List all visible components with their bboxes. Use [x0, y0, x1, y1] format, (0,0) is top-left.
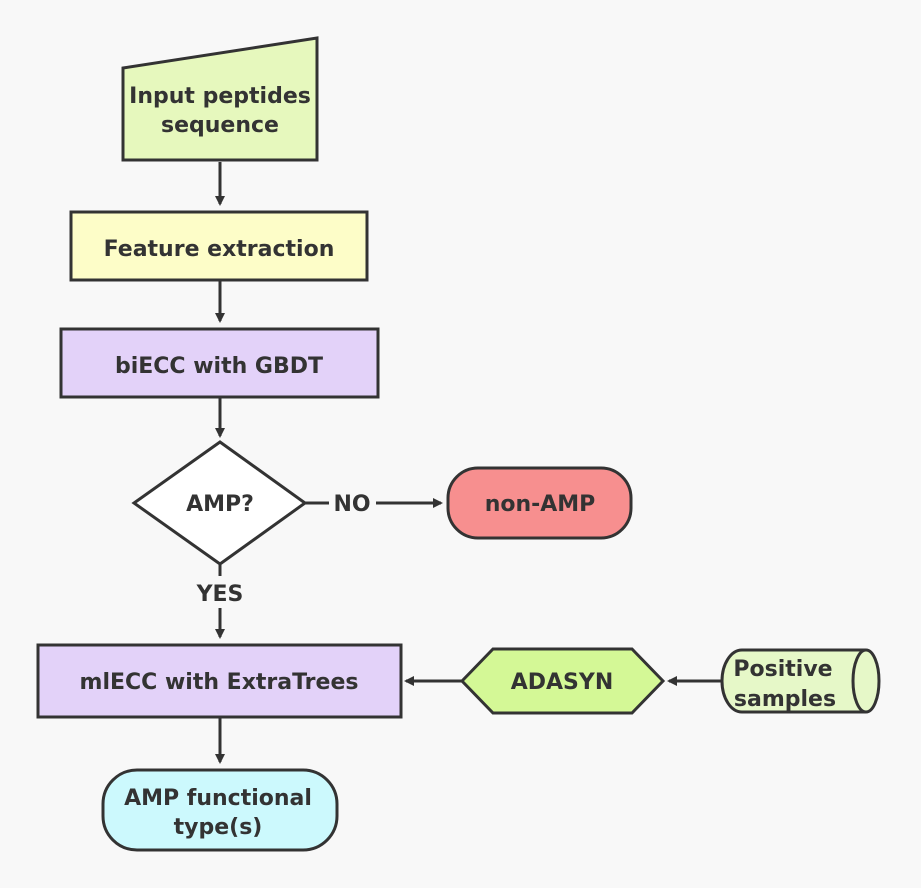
decision-label: AMP?: [186, 492, 254, 517]
input-shape: [121, 36, 319, 162]
nonamp-box: [446, 466, 633, 540]
node-positive-samples: Positive samples: [720, 648, 881, 714]
node-feature-extraction: Feature extraction: [69, 210, 369, 282]
biecc-box: [59, 327, 380, 399]
feature-box: [69, 210, 369, 282]
positive-label-line2: samples: [734, 687, 836, 712]
edge-label-yes: YES: [196, 582, 244, 607]
mlecc-label: mlECC with ExtraTrees: [80, 670, 359, 695]
decision-diamond: [131, 440, 308, 566]
input-label-line1: Input peptides: [129, 84, 311, 109]
feature-label: Feature extraction: [104, 237, 335, 262]
adasyn-hexagon: [459, 647, 666, 715]
input-label-line2: sequence: [161, 113, 279, 138]
node-mlecc: mlECC with ExtraTrees: [36, 643, 403, 719]
mlecc-box: [36, 643, 403, 719]
node-output: AMP functional type(s): [101, 768, 339, 852]
output-label-line1: AMP functional: [124, 786, 312, 811]
node-non-amp: non-AMP: [446, 466, 633, 540]
node-input-peptides: Input peptides sequence: [121, 36, 319, 162]
node-biecc: biECC with GBDT: [59, 327, 380, 399]
edge-label-no: NO: [333, 492, 370, 517]
output-box: [101, 768, 339, 852]
node-adasyn: ADASYN: [459, 647, 666, 715]
biecc-label: biECC with GBDT: [115, 354, 323, 379]
node-decision-amp: AMP?: [131, 440, 308, 566]
positive-cylinder-rim: [851, 648, 867, 714]
nonamp-label: non-AMP: [485, 492, 596, 517]
adasyn-label: ADASYN: [511, 670, 614, 695]
positive-label-line1: Positive: [733, 657, 832, 682]
output-label-line2: type(s): [174, 815, 263, 840]
